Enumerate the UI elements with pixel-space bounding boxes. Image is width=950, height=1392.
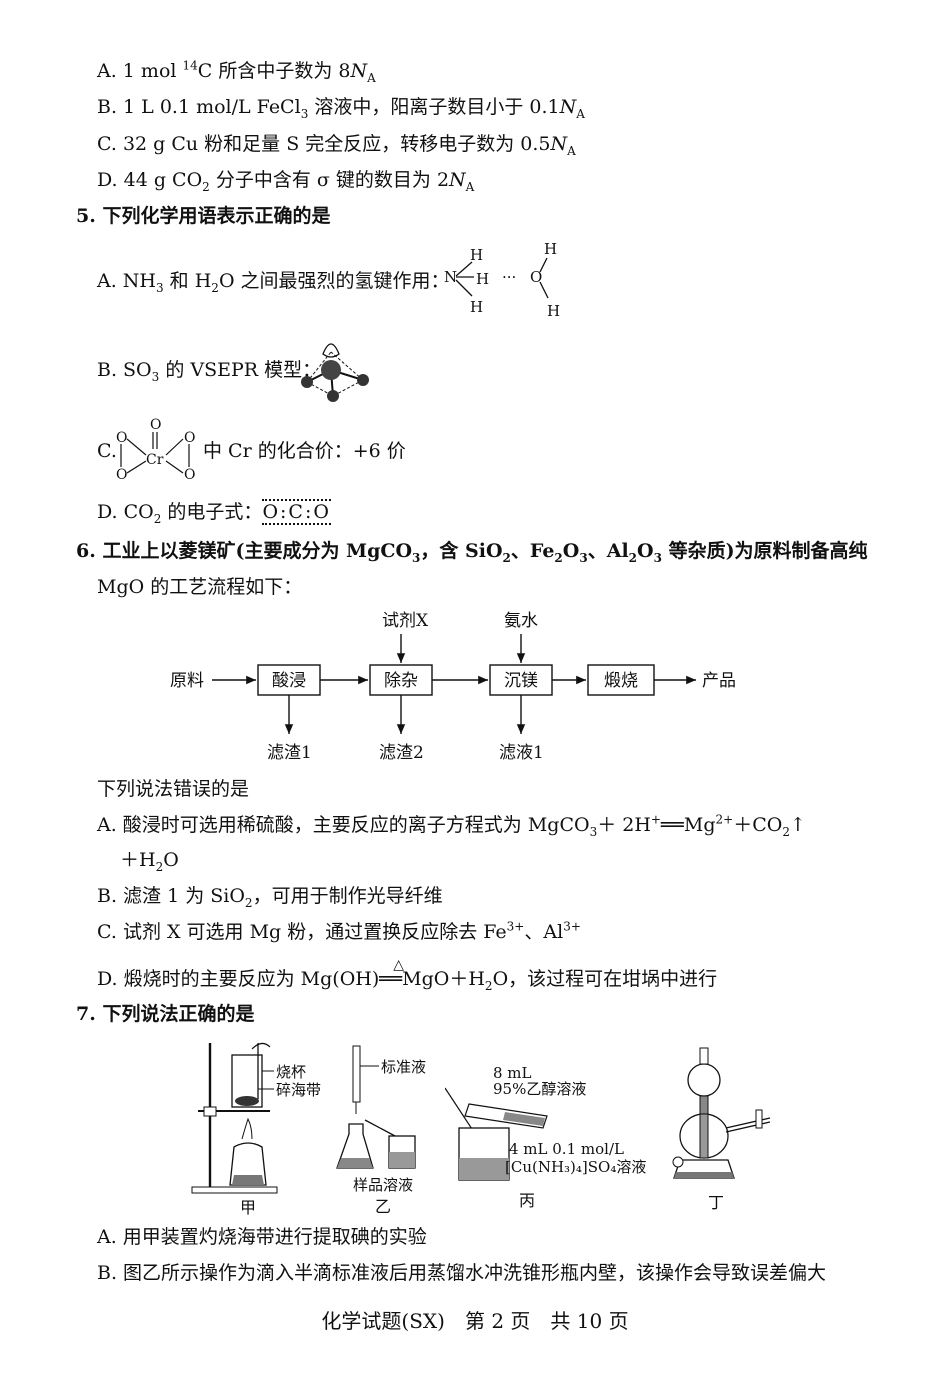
h-atom: H <box>476 270 489 288</box>
caption-bing: 丙 <box>519 1191 535 1210</box>
q6-option-b: B. 滤渣 1 为 SiO2，可用于制作光导纤维 <box>97 885 443 910</box>
q4-option-b: B. 1 L 0.1 mol/L FeCl3 溶液中，阳离子数目小于 0.1NA <box>97 96 585 121</box>
flow-step-box <box>489 664 553 696</box>
flow-step: 酸浸 <box>272 671 306 691</box>
label-seaweed: 碎海带 <box>276 1081 321 1099</box>
flow-step: 煅烧 <box>604 671 638 691</box>
q5-option-c-text: 中 Cr 的化合价：+6 价 <box>203 440 406 462</box>
q5-option-c-label: C. <box>97 440 117 462</box>
label-sample: 样品溶液 <box>353 1176 413 1194</box>
q6-option-a-line2: ＋H2O <box>120 849 179 874</box>
flow-product: 产品 <box>702 671 736 691</box>
q5-option-a: A. NH3 和 H2O 之间最强烈的氢键作用： <box>97 270 450 295</box>
q6-option-a-line1: A. 酸浸时可选用稀硫酸，主要反应的离子方程式为 MgCO3＋ 2H+══Mg2… <box>97 812 806 839</box>
q5-option-b: B. SO3 的 VSEPR 模型： <box>97 359 322 384</box>
q6-option-c: C. 试剂 X 可选用 Mg 粉，通过置换反应除去 Fe3+、Al3+ <box>97 919 581 943</box>
h-atom: H <box>544 240 557 258</box>
q7-option-b: B. 图乙所示操作为滴入半滴标准液后用蒸馏水冲洗锥形瓶内壁，该操作会导致误差偏大 <box>97 1262 827 1284</box>
flow-input: 氨水 <box>504 611 538 631</box>
o-atom: O <box>184 430 195 446</box>
q7-option-a: A. 用甲装置灼烧海带进行提取碘的实验 <box>97 1226 427 1248</box>
o-atom: O <box>116 467 127 483</box>
apparatus-ding: 丁 <box>672 1047 771 1212</box>
cro5-structure: O O O Cr O O <box>116 417 195 483</box>
apparatus-bing: 8 mL 95%乙醇溶液 4 mL 0.1 mol/L [Cu(NH₃)₄]SO… <box>445 1064 646 1210</box>
q6-option-d: D. 煅烧时的主要反应为 Mg(OH)△══MgO＋H2O，该过程可在坩埚中进行 <box>97 957 718 993</box>
label-cu-solution: [Cu(NH₃)₄]SO₄溶液 <box>505 1158 646 1176</box>
flow-output: 滤液1 <box>499 743 544 763</box>
q6-stem-line1: 6. 工业上以菱镁矿(主要成分为 MgCO3，含 SiO2、Fe2O3、Al2O… <box>76 540 868 565</box>
page-footer: 化学试题(SX) 第 2 页 共 10 页 <box>321 1309 629 1333</box>
label-ethanol-volume: 8 mL <box>493 1064 532 1082</box>
h-atom: H <box>547 302 560 320</box>
q4-option-d: D. 44 g CO2 分子中含有 σ 键的数目为 2NA <box>97 169 475 194</box>
flow-step: 除杂 <box>384 671 418 691</box>
h-atom: H <box>470 246 483 264</box>
o-atom: O <box>530 268 542 286</box>
hbond-dots: ··· <box>502 268 516 286</box>
q5-stem: 5. 下列化学用语表示正确的是 <box>76 205 331 227</box>
electron-formula: O:C:O <box>262 499 331 525</box>
flow-raw: 原料 <box>170 671 204 691</box>
q5-option-d: D. CO2 的电子式：O:C:O <box>97 499 331 526</box>
hydrogen-bond-diagram: N H H H ··· O H H <box>444 240 560 320</box>
apparatus-jia: 烧杯 碎海带 甲 <box>191 1042 321 1215</box>
flow-output: 滤渣2 <box>379 743 424 763</box>
apparatus-yi: 标准液 样品溶液 乙 <box>336 1045 426 1215</box>
q6-stem-line2: MgO 的工艺流程如下： <box>97 576 303 598</box>
o-atom: O <box>184 467 195 483</box>
n-atom: N <box>444 268 457 286</box>
o-atom: O <box>150 417 161 433</box>
o-atom: O <box>116 430 127 446</box>
flow-output: 滤渣1 <box>267 743 312 763</box>
q7-stem: 7. 下列说法正确的是 <box>76 1003 255 1025</box>
caption-jia: 甲 <box>240 1198 256 1215</box>
label-beaker: 烧杯 <box>276 1063 306 1081</box>
h-atom: H <box>470 298 483 316</box>
flow-input: 试剂X <box>382 611 429 631</box>
vsepr-model-image <box>301 343 369 402</box>
label-standard: 标准液 <box>381 1058 426 1076</box>
label-cu-conc: 4 mL 0.1 mol/L <box>509 1140 624 1158</box>
q6-ask: 下列说法错误的是 <box>97 778 250 800</box>
caption-ding: 丁 <box>708 1193 724 1212</box>
q4-option-c: C. 32 g Cu 粉和足量 S 完全反应，转移电子数为 0.5NA <box>97 133 576 158</box>
flow-step: 沉镁 <box>504 671 538 691</box>
cr-atom: Cr <box>146 452 164 468</box>
caption-yi: 乙 <box>375 1197 391 1215</box>
label-ethanol: 95%乙醇溶液 <box>493 1080 586 1098</box>
q4-option-a: A. 1 mol 14C 所含中子数为 8NA <box>97 58 376 85</box>
process-flowchart: 原料 酸浸 除杂 沉镁 煅烧 产品 试剂X 氨水 滤渣1 滤渣2 滤液1 <box>170 611 736 763</box>
